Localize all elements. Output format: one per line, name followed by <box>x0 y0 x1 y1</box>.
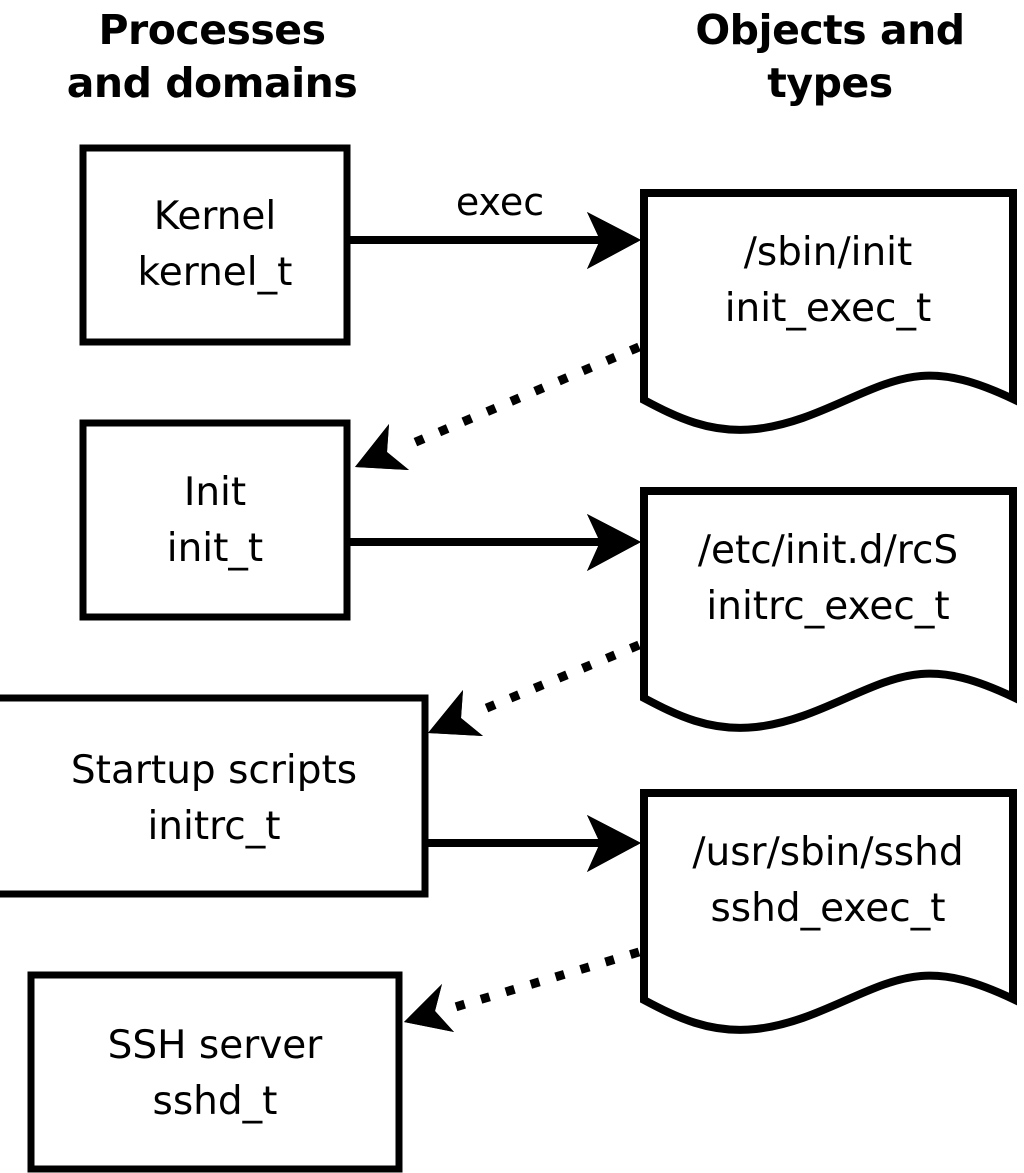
edge-init-exec-to-init <box>355 342 641 470</box>
node-startup-scripts-line2: initrc_t <box>147 804 280 849</box>
node-etc-initd-rcs-line1: /etc/init.d/rcS <box>698 528 958 573</box>
node-init-line2: init_t <box>167 526 263 571</box>
column-heading-processes: Processes and domains <box>67 6 358 107</box>
heading-objects-line1: Objects and <box>695 6 964 54</box>
node-kernel-line1: Kernel <box>154 194 277 239</box>
heading-objects-line2: types <box>767 59 892 107</box>
edge-line-init-exec-to-init <box>402 342 641 452</box>
edge-line-initrc-exec-to-initrc <box>475 640 641 717</box>
node-startup-scripts-line1: Startup scripts <box>71 748 357 793</box>
edge-label-exec: exec <box>456 180 544 224</box>
node-kernel-box[interactable] <box>79 144 351 346</box>
node-kernel[interactable]: Kernel kernel_t <box>79 144 351 346</box>
node-ssh-server[interactable]: SSH server sshd_t <box>27 971 403 1173</box>
node-sbin-init[interactable]: /sbin/init init_exec_t <box>640 189 1017 434</box>
arrowhead-sshd-exec-to-sshd-overlay <box>404 984 454 1032</box>
node-usr-sbin-sshd-document[interactable] <box>640 789 1017 1034</box>
node-ssh-server-line2: sshd_t <box>153 1079 278 1124</box>
node-etc-initd-rcs-line2: initrc_exec_t <box>706 584 949 629</box>
node-init-line1: Init <box>184 470 246 515</box>
column-heading-objects: Objects and types <box>695 6 965 107</box>
node-sbin-init-line2: init_exec_t <box>725 286 932 331</box>
arrowhead-initrc-exec-to-initrc-overlay <box>428 690 483 736</box>
node-init-box[interactable] <box>79 419 351 621</box>
node-ssh-server-line1: SSH server <box>108 1023 324 1068</box>
node-startup-scripts-box[interactable] <box>0 694 429 898</box>
arrowhead-init-exec-to-init-overlay <box>355 424 409 470</box>
arrowhead-kernel-exec-overlay <box>587 212 641 269</box>
node-ssh-server-box[interactable] <box>27 971 403 1173</box>
node-usr-sbin-sshd-line1: /usr/sbin/sshd <box>692 830 963 875</box>
node-usr-sbin-sshd-line2: sshd_exec_t <box>710 886 945 931</box>
node-kernel-line2: kernel_t <box>138 250 293 295</box>
node-etc-initd-rcs[interactable]: /etc/init.d/rcS initrc_exec_t <box>640 487 1017 732</box>
heading-processes-line2: and domains <box>67 59 358 107</box>
node-init[interactable]: Init init_t <box>79 419 351 621</box>
arrowhead-overlay-group <box>355 212 641 1032</box>
node-sbin-init-line1: /sbin/init <box>744 230 913 275</box>
node-sbin-init-document[interactable] <box>640 189 1017 434</box>
heading-processes-line1: Processes <box>98 6 325 54</box>
arrowhead-initrc-exec-sshd-overlay <box>587 815 641 872</box>
node-startup-scripts[interactable]: Startup scripts initrc_t <box>0 694 429 898</box>
node-etc-initd-rcs-document[interactable] <box>640 487 1017 732</box>
node-usr-sbin-sshd[interactable]: /usr/sbin/sshd sshd_exec_t <box>640 789 1017 1034</box>
arrowhead-init-exec-initrc-overlay <box>587 514 641 571</box>
edge-line-sshd-exec-to-sshd <box>450 947 641 1013</box>
